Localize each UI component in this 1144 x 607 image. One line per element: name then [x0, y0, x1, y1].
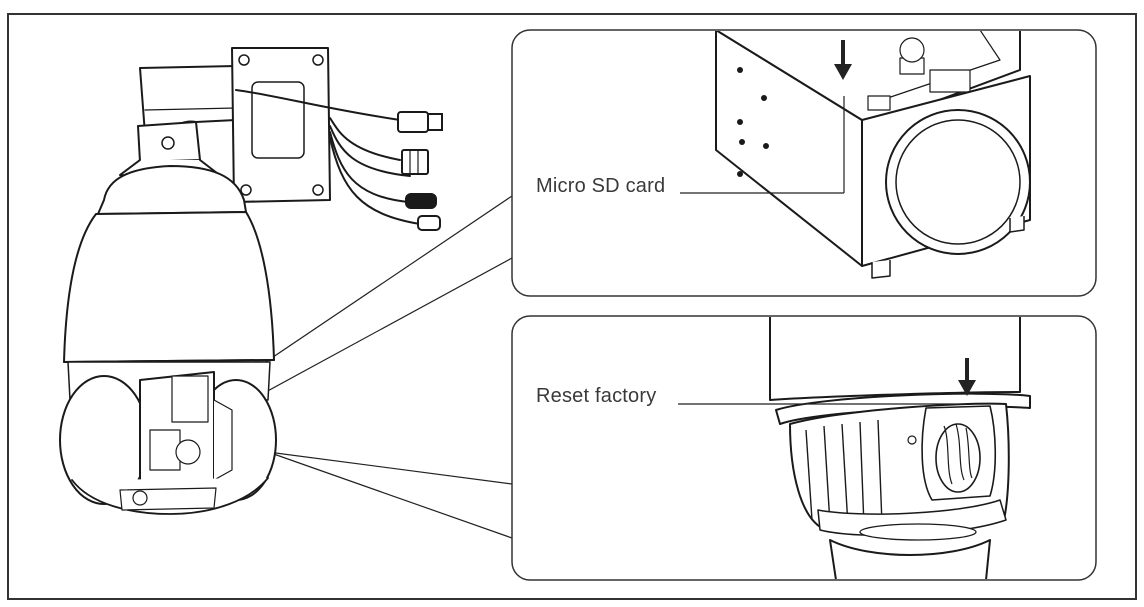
down-arrow-icon: [834, 40, 852, 80]
camera-cables: [235, 89, 421, 225]
panel-reset-factory: [511, 315, 1097, 581]
reset-arrow-icon: [958, 358, 976, 396]
panel-micro-sd: [511, 29, 1097, 297]
reset-factory-label: Reset factory: [536, 385, 657, 407]
ptz-dome-camera-icon: [59, 47, 331, 515]
camera-base-reset-icon: [769, 317, 1031, 579]
outer-border: [7, 13, 1137, 600]
micro-sd-card-label: Micro SD card: [536, 175, 666, 197]
camera-module-sd-slot-icon: [715, 31, 1031, 279]
cable-connectors: [397, 111, 443, 231]
